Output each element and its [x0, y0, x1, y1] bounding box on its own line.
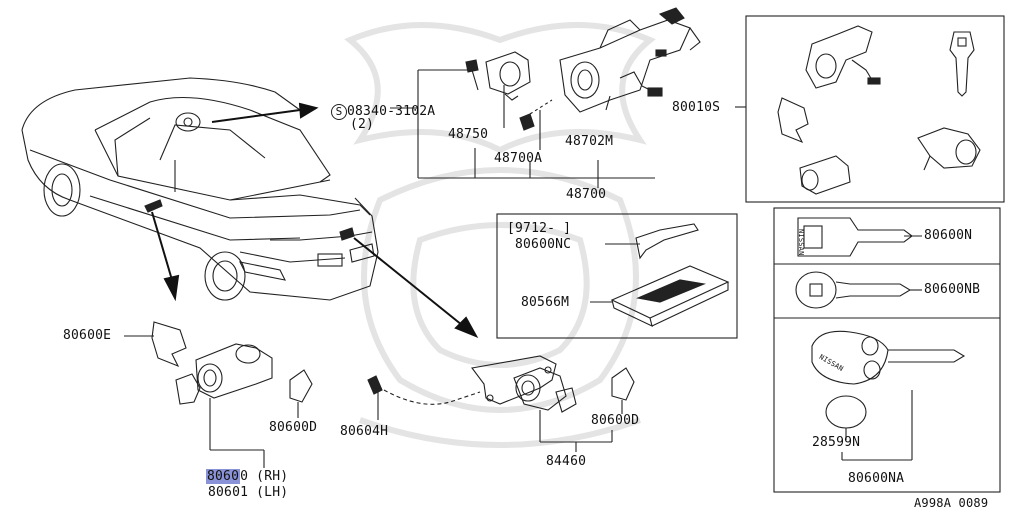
ignition-lock-group — [390, 7, 701, 188]
part-48750: 48750 — [448, 127, 489, 142]
part-80600-rh-suffix: 0 (RH) — [240, 469, 289, 484]
part-80600NC: 80600NC — [515, 237, 572, 252]
part-80010S: 80010S — [672, 100, 721, 115]
car-illustration — [21, 77, 379, 301]
date-code-bracket: [9712- ] — [507, 221, 572, 236]
key-variants-box — [773, 207, 1001, 493]
part-80600N: 80600N — [924, 228, 973, 243]
callout-arrows — [151, 102, 479, 338]
part-08340-3102A: 08340-3102A — [347, 104, 436, 119]
part-80604H: 80604H — [340, 424, 389, 439]
part-48700: 48700 — [566, 187, 607, 202]
key-blank-box — [496, 213, 738, 339]
part-48702M: 48702M — [565, 134, 614, 149]
key-brand-label: NISSAN — [797, 229, 805, 256]
part-80600E: 80600E — [63, 328, 112, 343]
part-80600D-left: 80600D — [269, 420, 318, 435]
screw-qty: (2) — [350, 117, 375, 132]
part-48700A: 48700A — [494, 151, 543, 166]
part-80600D-right: 80600D — [591, 413, 640, 428]
part-80566M: 80566M — [521, 295, 570, 310]
part-80600-rh: 80600 (RH) — [206, 469, 289, 484]
door-lock-cylinder-group — [124, 321, 313, 468]
highlighted-part-number[interactable]: 8060 — [206, 469, 241, 484]
part-80600NB: 80600NB — [924, 282, 981, 297]
part-28599N: 28599N — [812, 435, 861, 450]
figure-code: A998A 0089 — [914, 496, 989, 510]
kit-80010S-box — [735, 15, 1005, 203]
trunk-lock-cylinder-group — [367, 355, 635, 452]
watermark-emblem — [344, 22, 656, 448]
part-84460: 84460 — [546, 454, 587, 469]
screw-symbol: S — [331, 104, 347, 120]
part-80600NA: 80600NA — [848, 471, 905, 486]
part-80601-lh: 80601 (LH) — [208, 485, 289, 500]
